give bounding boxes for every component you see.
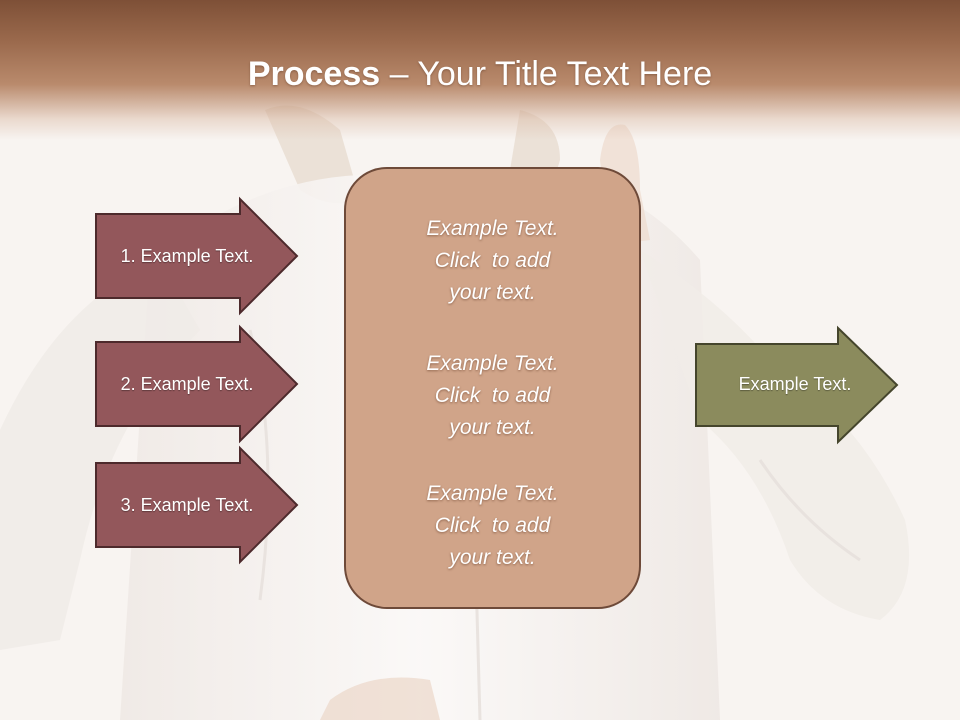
left-arrow-3[interactable] xyxy=(95,445,299,565)
right-arrow-label: Example Text. xyxy=(738,374,852,394)
center-text-block-1: Example Text. Click to add your text. xyxy=(345,213,640,309)
title-rest: – Your Title Text Here xyxy=(380,55,713,93)
center-text-line: Example Text. xyxy=(426,217,559,240)
slide-title: Process – Your Title Text Here xyxy=(0,52,960,96)
center-text-line: your text. xyxy=(449,281,536,304)
center-text-block-2: Example Text. Click to add your text. xyxy=(345,348,640,444)
center-text-line: Example Text. xyxy=(426,482,559,505)
left-arrow-2-label: 2. Example Text. xyxy=(120,374,254,394)
center-text-line: Click to add xyxy=(434,384,551,407)
left-arrow-2[interactable] xyxy=(95,324,299,444)
left-arrow-1-label: 1. Example Text. xyxy=(120,246,254,266)
title-bar xyxy=(0,0,960,140)
left-arrow-1[interactable] xyxy=(95,196,299,316)
title-bold: Process xyxy=(247,55,381,93)
center-text-line: your text. xyxy=(449,416,536,439)
left-arrow-3-label: 3. Example Text. xyxy=(120,495,254,515)
right-arrow[interactable] xyxy=(695,325,899,445)
center-text-line: your text. xyxy=(449,546,536,569)
center-text-block-3: Example Text. Click to add your text. xyxy=(345,478,640,574)
center-text-line: Click to add xyxy=(434,249,551,272)
center-text-line: Example Text. xyxy=(426,352,559,375)
center-text-line: Click to add xyxy=(434,514,551,537)
center-box[interactable] xyxy=(344,167,641,609)
